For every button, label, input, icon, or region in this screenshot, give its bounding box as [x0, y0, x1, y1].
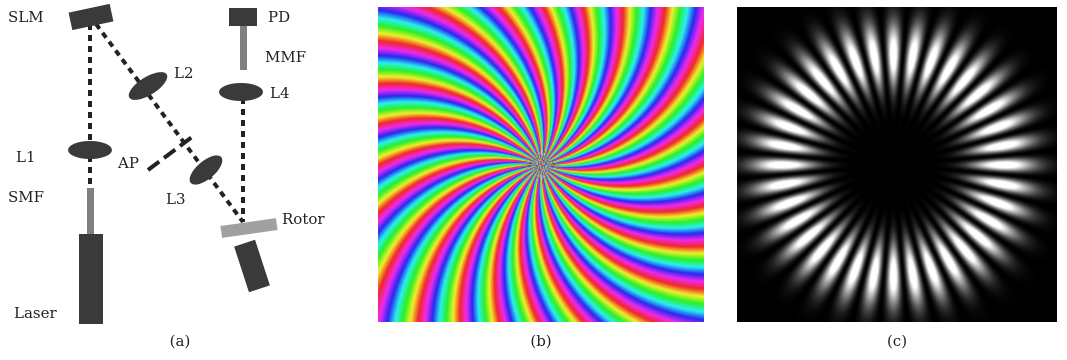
label-mmf: MMF: [265, 48, 306, 66]
slm-component: [68, 3, 114, 31]
label-slm: SLM: [8, 8, 44, 26]
petal-intensity-image: [737, 7, 1057, 322]
label-l4: L4: [270, 84, 290, 102]
setup-diagram: SLM PD MMF L2 L4 L1 AP SMF L3 Rotor Lase…: [8, 3, 325, 324]
caption-c: (c): [886, 332, 908, 350]
label-l2: L2: [174, 64, 194, 82]
aperture-ap: [146, 132, 198, 172]
lens-l1: [68, 141, 112, 159]
label-smf: SMF: [8, 188, 44, 206]
lens-l4: [219, 83, 263, 101]
label-rotor: Rotor: [282, 210, 325, 228]
rotor-component: [220, 218, 278, 238]
lens-l2: [128, 72, 168, 100]
rotated-device: [234, 239, 270, 293]
single-mode-fiber: [87, 188, 94, 234]
label-ap: AP: [117, 154, 139, 172]
label-pd: PD: [268, 8, 290, 26]
label-l1: L1: [16, 148, 36, 166]
laser-component: [79, 234, 103, 324]
lens-l3: [189, 155, 223, 185]
caption-a: (a): [169, 332, 191, 350]
multimode-fiber: [240, 26, 247, 70]
label-laser: Laser: [14, 304, 57, 322]
intensity-pattern-panel: [737, 7, 1057, 322]
setup-diagram-panel: SLM PD MMF L2 L4 L1 AP SMF L3 Rotor Lase…: [0, 0, 360, 360]
phase-hologram-panel: [378, 7, 704, 322]
phase-hologram-image: [378, 7, 704, 322]
beam-path-slm-to-rotor: [94, 22, 245, 224]
photodetector-component: [229, 8, 257, 26]
caption-b: (b): [530, 332, 552, 350]
label-l3: L3: [166, 190, 186, 208]
